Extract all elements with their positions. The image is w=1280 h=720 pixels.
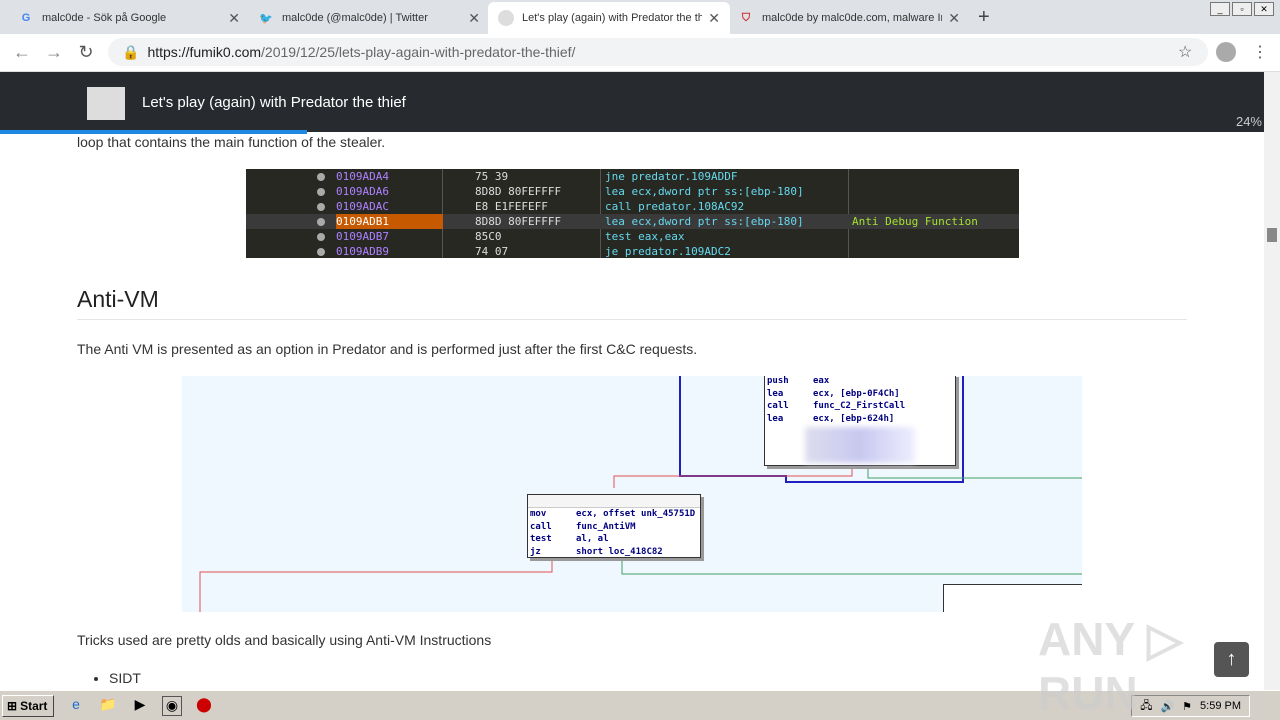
shield-icon: ⛉ <box>741 11 751 24</box>
maximize-button[interactable]: ▫ <box>1232 2 1252 16</box>
forward-button[interactable]: → <box>45 42 63 62</box>
breakpoint-dot <box>317 188 325 196</box>
breakpoint-dot <box>317 218 325 226</box>
minimize-button[interactable]: _ <box>1210 2 1230 16</box>
reload-button[interactable]: ↻ <box>78 42 94 62</box>
menu-icon[interactable]: ⋮ <box>1252 44 1268 61</box>
new-tab-button[interactable]: + <box>978 6 990 28</box>
scroll-to-top-button[interactable]: ↑ <box>1214 642 1249 677</box>
list-item: SIDT <box>109 670 141 686</box>
reading-progress-bar <box>0 130 307 134</box>
breakpoint-dot <box>317 203 325 211</box>
scrollbar[interactable] <box>1264 72 1280 690</box>
flag-icon[interactable]: ⚑ <box>1182 700 1193 713</box>
tab-malc0de[interactable]: ⛉malc0de by malc0de.com, malware In✕ <box>728 2 970 34</box>
google-icon: G <box>21 12 31 24</box>
reading-progress-label: 24% <box>1235 114 1262 129</box>
scrollbar-thumb[interactable] <box>1267 228 1277 242</box>
clock: 5:59 PM <box>1200 700 1241 712</box>
ie-icon[interactable]: e <box>72 695 80 712</box>
system-tray: 🖧 🔊 ⚑ 5:59 PM <box>1131 695 1250 717</box>
back-button[interactable]: ← <box>13 42 31 62</box>
tab-twitter[interactable]: 🐦malc0de (@malc0de) | Twitter✕ <box>259 9 480 26</box>
lock-icon: 🔒 <box>122 43 140 60</box>
divider <box>77 319 1187 320</box>
block-toolbar <box>528 495 700 508</box>
chrome-icon[interactable]: ◉ <box>162 695 182 716</box>
tab-predator[interactable]: Let's play (again) with Predator the thi… <box>488 2 730 34</box>
avatar-icon <box>498 10 514 26</box>
anyrun-watermark: ANY ▷ RUN <box>1038 613 1183 719</box>
network-icon[interactable]: 🖧 <box>1140 699 1153 712</box>
close-icon[interactable]: ✕ <box>708 9 720 26</box>
section-heading-anti-vm: Anti-VM <box>77 286 159 312</box>
paragraph: Tricks used are pretty olds and basicall… <box>77 632 492 648</box>
close-window-button[interactable]: ✕ <box>1254 2 1274 16</box>
close-icon[interactable]: ✕ <box>948 9 960 26</box>
code-block <box>943 584 1082 612</box>
breakpoint-dot <box>317 173 325 181</box>
url-input[interactable]: 🔒https://fumik0.com/2019/12/25/lets-play… <box>108 38 1208 66</box>
taskbar: ⊞Start e 📁 ▶ ◉ ⬤ 🖧 🔊 ⚑ 5:59 PM <box>0 690 1280 720</box>
folder-icon[interactable]: 📁 <box>99 695 117 712</box>
media-player-icon[interactable]: ▶ <box>134 695 146 712</box>
address-bar: ← → ↻ 🔒https://fumik0.com/2019/12/25/let… <box>0 34 1280 72</box>
paragraph: The Anti VM is presented as an option in… <box>77 341 698 357</box>
header-title: Let's play (again) with Predator the thi… <box>142 94 406 111</box>
breakpoint-dot <box>317 233 325 241</box>
volume-icon[interactable]: 🔊 <box>1160 700 1175 713</box>
close-icon[interactable]: ✕ <box>228 9 240 26</box>
site-avatar <box>87 87 125 120</box>
profile-avatar[interactable] <box>1216 42 1236 62</box>
sticky-header: Let's play (again) with Predator the thi… <box>0 72 1264 134</box>
close-icon[interactable]: ✕ <box>468 9 480 26</box>
page-content: Let's play (again) with Predator the thi… <box>0 72 1264 690</box>
breakpoint-dot <box>317 248 325 256</box>
intro-text: loop that contains the main function of … <box>77 134 386 150</box>
opera-icon[interactable]: ⬤ <box>196 695 212 712</box>
bookmark-star-icon[interactable]: ☆ <box>1178 44 1193 61</box>
start-button[interactable]: ⊞Start <box>2 694 54 717</box>
windows-logo-icon: ⊞ <box>7 698 18 713</box>
twitter-icon: 🐦 <box>259 12 273 25</box>
